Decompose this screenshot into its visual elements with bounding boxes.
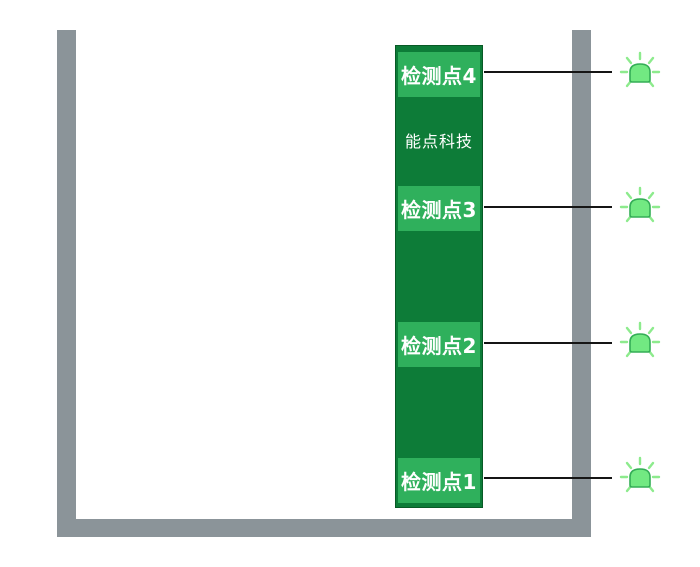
company-label: 能点科技 bbox=[404, 132, 473, 151]
led-indicator-2 bbox=[618, 320, 662, 364]
detection-point-1-label: 检测点1 bbox=[401, 470, 477, 494]
led-lamp-icon bbox=[619, 321, 661, 358]
connector-line-4 bbox=[484, 71, 612, 73]
detection-point-3-box: 检测点3 bbox=[398, 186, 480, 231]
led-indicator-3 bbox=[618, 185, 662, 229]
led-indicator-4 bbox=[618, 50, 662, 94]
tank-left-wall bbox=[57, 30, 76, 537]
led-lamp-icon bbox=[619, 186, 661, 223]
detection-point-4-label: 检测点4 bbox=[401, 64, 477, 88]
detection-point-2-box: 检测点2 bbox=[398, 322, 480, 367]
connector-line-3 bbox=[484, 206, 612, 208]
detection-point-3-label: 检测点3 bbox=[401, 198, 477, 222]
connector-line-1 bbox=[484, 477, 612, 479]
connector-line-2 bbox=[484, 342, 612, 344]
tank-right-wall bbox=[572, 30, 591, 537]
detection-point-4-box: 检测点4 bbox=[398, 52, 480, 97]
detection-point-1-box: 检测点1 bbox=[398, 458, 480, 503]
led-lamp-icon bbox=[619, 51, 661, 88]
sensor-column: 检测点4 能点科技 检测点3 检测点2 检测点1 bbox=[395, 45, 483, 508]
led-lamp-icon bbox=[619, 456, 661, 493]
detection-point-2-label: 检测点2 bbox=[401, 334, 477, 358]
led-indicator-1 bbox=[618, 455, 662, 499]
tank-bottom-wall bbox=[57, 519, 591, 537]
